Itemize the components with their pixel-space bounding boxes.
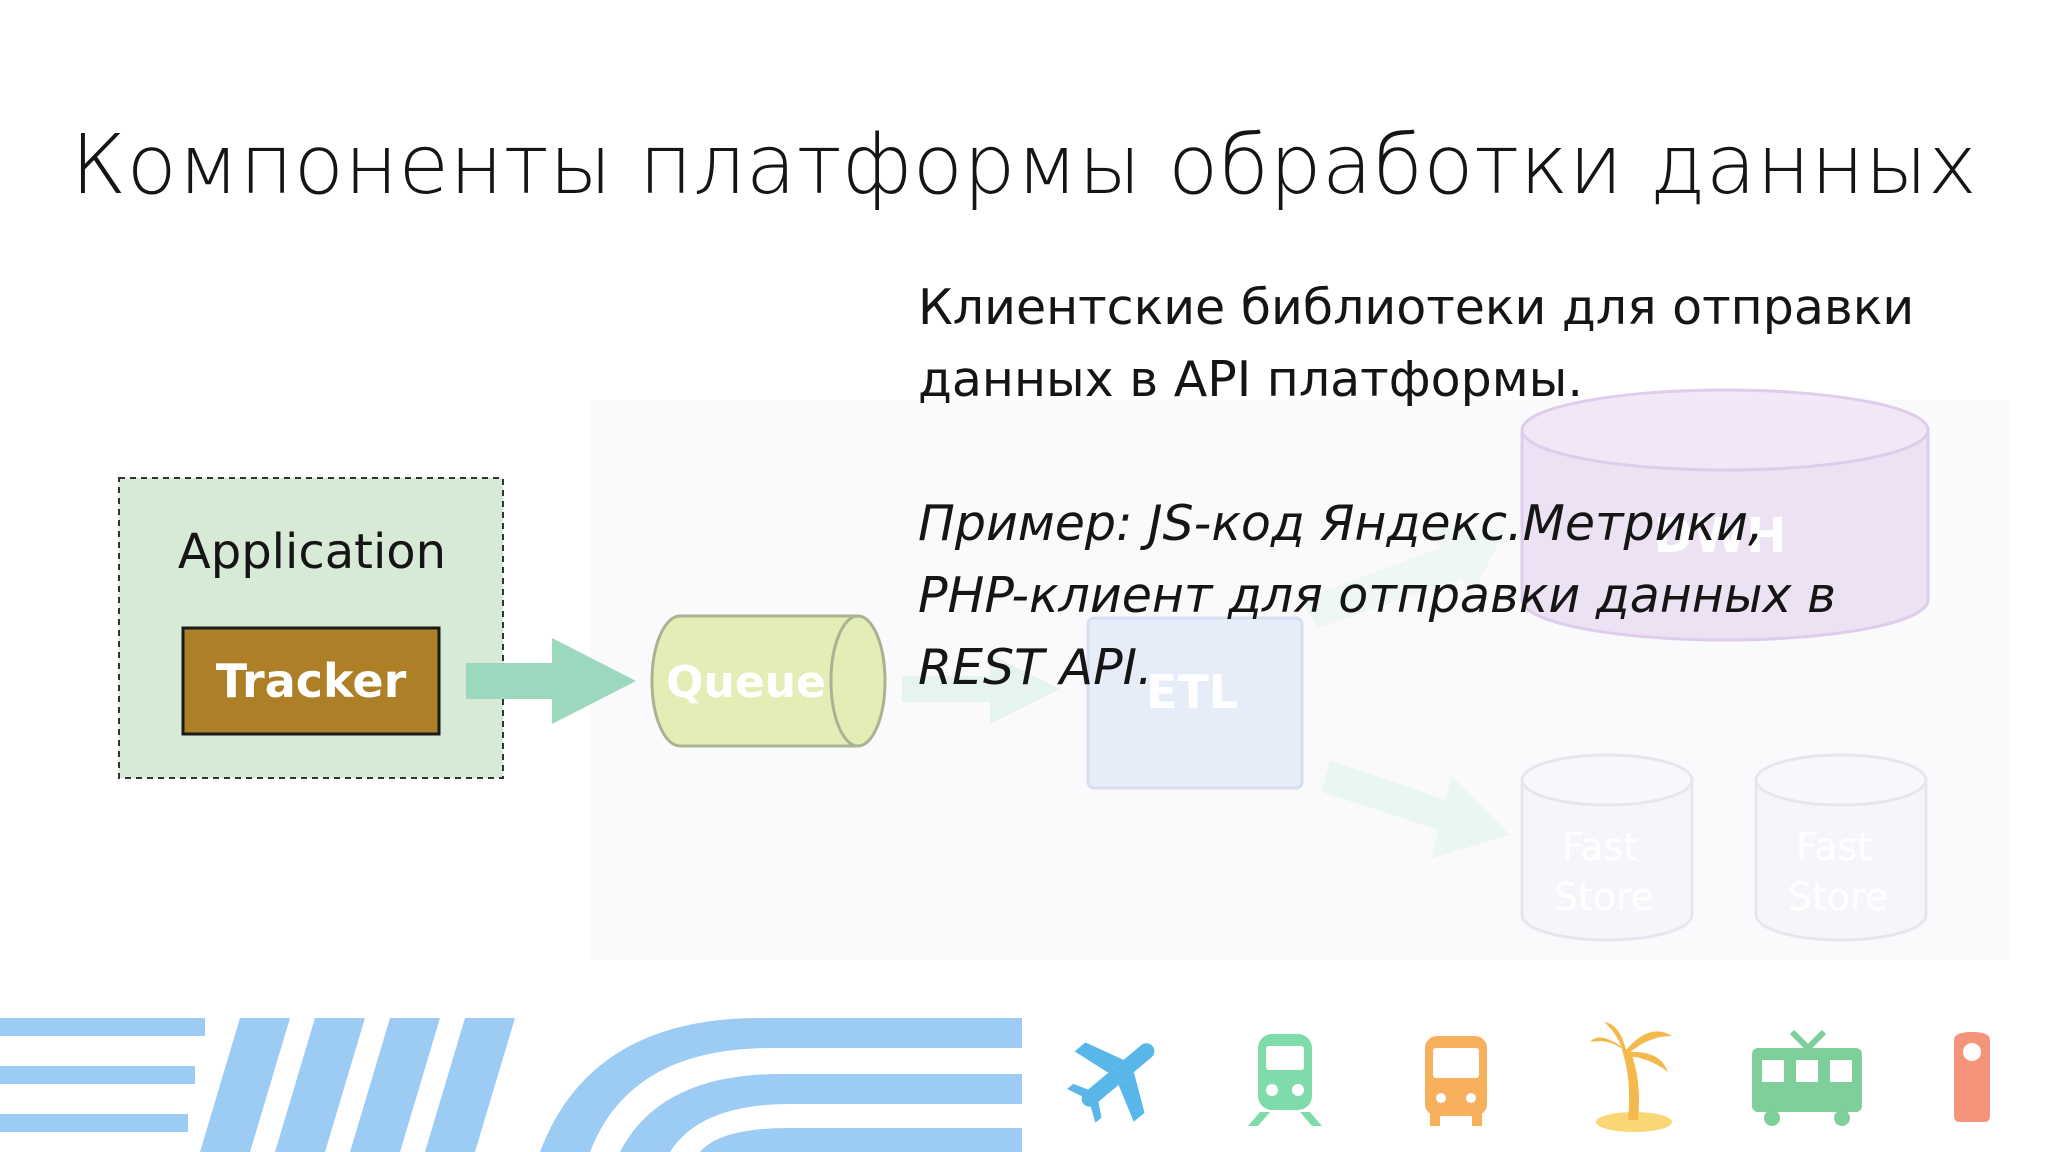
description-line: Клиентские библиотеки для отправки: [918, 279, 1915, 336]
dwh-cylinder: DWH: [1520, 388, 1930, 642]
tracker-box: Tracker: [181, 626, 441, 736]
airplane-icon: [1067, 1042, 1155, 1123]
fast-store-2-label-line2: Store: [1788, 875, 1888, 919]
arrow-tracker-to-queue: [466, 638, 636, 724]
description-line: данных в API платформы.: [918, 351, 1583, 408]
tram-icon: [1752, 1029, 1862, 1126]
faded-arrow-etl-dwh: [1300, 528, 1505, 628]
description: Клиентские библиотеки для отправки данны…: [918, 272, 1998, 704]
faded-arrow-etl-fast-store: [1322, 760, 1510, 858]
fast-store-1-label-line1: Fast: [1562, 825, 1638, 869]
fast-store-2-cylinder: Fast Store: [1754, 753, 1928, 942]
footer-decoration: [0, 1018, 1990, 1152]
hotel-tag-icon: [1954, 1032, 1990, 1122]
example-line: PHP-клиент для отправки данных в: [918, 567, 1836, 624]
queue-cylinder: Queue: [650, 614, 887, 748]
train-icon: [1248, 1034, 1322, 1126]
fast-store-2-label-line1: Fast: [1796, 825, 1872, 869]
application-label: Application: [178, 524, 446, 580]
example-line: REST API.: [918, 639, 1153, 696]
queue-label: Queue: [666, 657, 826, 708]
dwh-label: DWH: [1654, 508, 1787, 564]
tracker-label: Tracker: [216, 654, 407, 708]
palm-tree-icon: [1590, 1022, 1672, 1132]
slide-title: Компоненты платформы обработки данных: [70, 118, 1978, 213]
fast-store-1-cylinder: Fast Store: [1520, 753, 1694, 942]
etl-label: ETL: [1146, 665, 1238, 719]
stripes-logo: [0, 1018, 1022, 1152]
fast-store-1-label-line2: Store: [1554, 875, 1654, 919]
etl-box: ETL: [1086, 616, 1304, 790]
faded-arrow-queue-etl: [902, 654, 1060, 724]
bus-icon: [1425, 1036, 1487, 1126]
example-line: Пример: JS-код Яндекс.Метрики,: [918, 495, 1764, 552]
